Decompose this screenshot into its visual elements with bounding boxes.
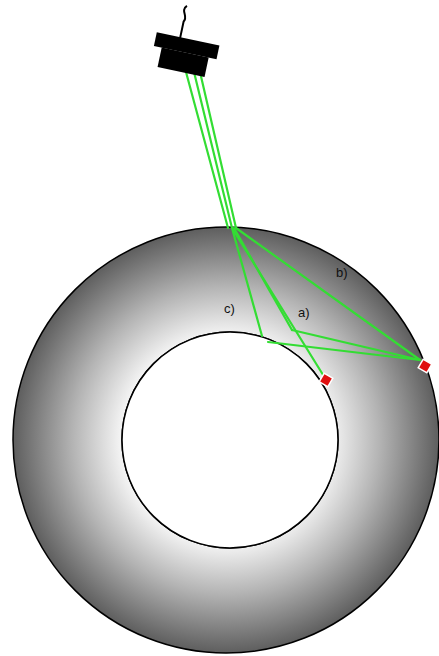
- ultrasound-rays: [186, 72, 420, 378]
- callout-label: a): [298, 306, 310, 319]
- ring-body: [13, 227, 439, 653]
- transducer: [150, 1, 226, 79]
- inner-boundary: [122, 332, 338, 548]
- defect-marker: [319, 359, 432, 387]
- callout-label: b): [336, 266, 348, 279]
- callout-label: c): [224, 302, 235, 315]
